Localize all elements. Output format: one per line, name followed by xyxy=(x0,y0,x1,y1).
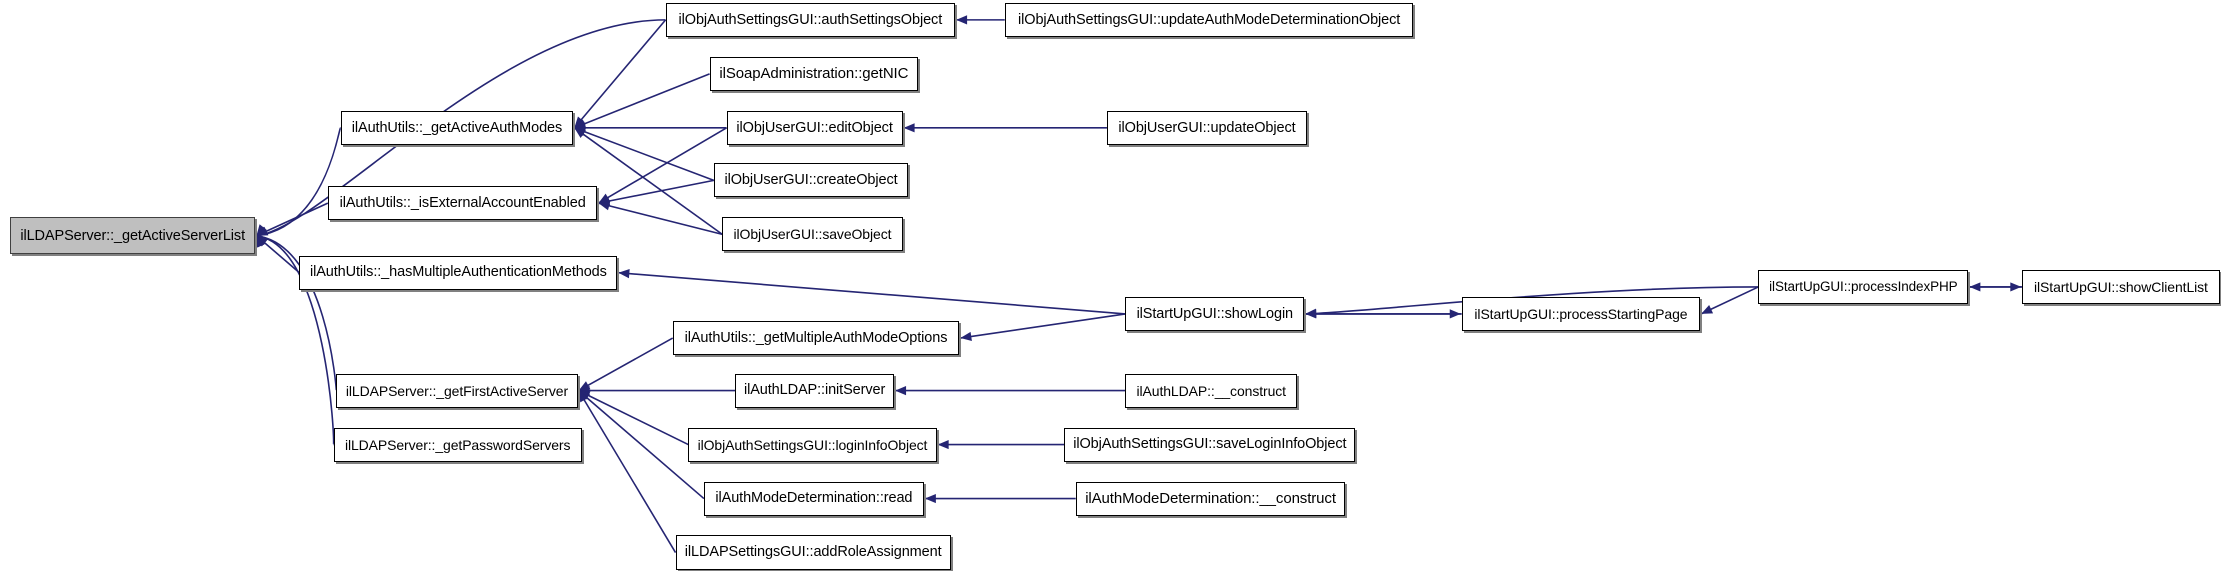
graph-node-label: ilAuthUtils::_getActiveAuthModes xyxy=(351,119,563,136)
graph-node[interactable]: ilLDAPServer::_getPasswordServers xyxy=(333,427,582,462)
edge-arrowhead xyxy=(1701,305,1714,314)
graph-edge xyxy=(618,271,1126,315)
graph-edge xyxy=(960,313,1126,339)
edge-arrowhead xyxy=(903,123,915,133)
edge-arrowhead xyxy=(924,493,936,504)
graph-node[interactable]: ilObjAuthSettingsGUI::loginInfoObject xyxy=(688,427,937,462)
graph-node[interactable]: ilStartUpGUI::processStartingPage xyxy=(1461,296,1701,331)
graph-edge xyxy=(573,19,667,129)
graph-node-label: ilAuthUtils::_isExternalAccountEnabled xyxy=(339,194,586,211)
graph-node-label: ilAuthModeDetermination::__construct xyxy=(1085,490,1336,508)
graph-edge xyxy=(598,127,728,204)
graph-node[interactable]: ilStartUpGUI::showLogin xyxy=(1125,296,1305,331)
graph-node[interactable]: ilSoapAdministration::getNIC xyxy=(709,56,919,91)
graph-node-label: ilLDAPServer::_getPasswordServers xyxy=(344,436,571,453)
graph-node-label: ilAuthLDAP::initServer xyxy=(743,382,886,399)
edge-arrowhead xyxy=(598,201,611,211)
edge-arrowhead xyxy=(956,15,968,25)
graph-edge xyxy=(598,179,714,204)
graph-node-label: ilObjUserGUI::saveObject xyxy=(733,226,892,243)
graph-node[interactable]: ilAuthUtils::_isExternalAccountEnabled xyxy=(327,186,598,221)
edge-arrowhead xyxy=(256,224,267,236)
graph-node-label: ilObjUserGUI::editObject xyxy=(736,119,893,136)
graph-edge xyxy=(598,202,723,236)
graph-edge xyxy=(256,127,342,237)
graph-node[interactable]: ilObjAuthSettingsGUI::saveLoginInfoObjec… xyxy=(1064,427,1356,462)
graph-edge xyxy=(574,73,710,129)
graph-node[interactable]: ilLDAPSettingsGUI::addRoleAssignment xyxy=(675,535,951,570)
graph-edge xyxy=(577,390,677,553)
graph-node[interactable]: ilAuthLDAP::initServer xyxy=(735,373,895,408)
graph-node-label: ilObjUserGUI::updateObject xyxy=(1118,119,1296,136)
edge-arrowhead xyxy=(895,386,907,396)
graph-node-label: ilLDAPServer::_getFirstActiveServer xyxy=(345,382,569,399)
graph-node[interactable]: ilAuthUtils::_getMultipleAuthModeOptions xyxy=(672,321,960,356)
edge-arrowhead xyxy=(574,127,586,138)
edge-arrowhead xyxy=(937,439,949,450)
graph-node[interactable]: ilObjUserGUI::createObject xyxy=(713,163,909,198)
graph-node-label: ilStartUpGUI::showLogin xyxy=(1136,305,1294,322)
graph-node-root[interactable]: ilLDAPServer::_getActiveServerList xyxy=(9,217,256,255)
graph-node[interactable]: ilStartUpGUI::processIndexPHP xyxy=(1758,269,1969,304)
graph-edge xyxy=(578,389,689,446)
graph-node[interactable]: ilLDAPServer::_getFirstActiveServer xyxy=(336,373,578,408)
edge-arrowhead xyxy=(256,227,269,236)
graph-node-label: ilObjUserGUI::createObject xyxy=(724,172,898,189)
edge-arrowhead xyxy=(1449,309,1461,319)
graph-node[interactable]: ilObjUserGUI::editObject xyxy=(726,110,903,145)
graph-edge xyxy=(256,234,335,446)
graph-node-label: ilObjAuthSettingsGUI::updateAuthModeDete… xyxy=(1018,11,1401,28)
edge-arrowhead xyxy=(1305,308,1317,318)
edge-arrowhead xyxy=(255,235,265,248)
graph-node-label: ilAuthUtils::_getMultipleAuthModeOptions xyxy=(684,329,948,346)
graph-node[interactable]: ilStartUpGUI::showClientList xyxy=(2022,269,2220,304)
graph-edge xyxy=(256,234,338,391)
graph-node[interactable]: ilObjUserGUI::saveObject xyxy=(722,217,903,252)
graph-node[interactable]: ilAuthUtils::_hasMultipleAuthenticationM… xyxy=(299,255,618,290)
graph-node-label: ilSoapAdministration::getNIC xyxy=(719,65,909,83)
graph-node-label: ilObjAuthSettingsGUI::authSettingsObject xyxy=(678,11,943,28)
graph-node[interactable]: ilObjAuthSettingsGUI::authSettingsObject xyxy=(665,2,956,37)
graph-edge xyxy=(578,390,705,500)
graph-node-label: ilObjAuthSettingsGUI::saveLoginInfoObjec… xyxy=(1073,436,1347,453)
graph-node-label: ilLDAPSettingsGUI::addRoleAssignment xyxy=(684,544,942,561)
graph-node[interactable]: ilAuthModeDetermination::read xyxy=(703,481,924,516)
graph-node-label: ilAuthModeDetermination::read xyxy=(715,490,913,507)
graph-node[interactable]: ilAuthLDAP::__construct xyxy=(1125,373,1298,408)
edge-arrowhead xyxy=(578,390,589,403)
graph-edge xyxy=(578,337,674,392)
edge-arrowhead xyxy=(960,331,972,342)
graph-edge xyxy=(256,202,329,237)
graph-node-label: ilAuthLDAP::__construct xyxy=(1136,382,1287,399)
graph-node-label: ilStartUpGUI::processStartingPage xyxy=(1474,305,1688,322)
graph-node[interactable]: ilAuthModeDetermination::__construct xyxy=(1075,481,1346,516)
edge-arrowhead xyxy=(618,269,630,279)
graph-node-label: ilLDAPServer::_getActiveServerList xyxy=(20,227,246,244)
edge-arrowhead xyxy=(574,116,585,128)
graph-node-label: ilObjAuthSettingsGUI::loginInfoObject xyxy=(697,436,928,453)
graph-edge xyxy=(574,127,715,182)
edge-arrowhead xyxy=(2010,282,2022,292)
graph-node[interactable]: ilAuthUtils::_getActiveAuthModes xyxy=(340,110,574,145)
graph-node[interactable]: ilObjAuthSettingsGUI::updateAuthModeDete… xyxy=(1004,2,1414,37)
graph-node[interactable]: ilObjUserGUI::updateObject xyxy=(1106,110,1308,145)
graph-node-label: ilStartUpGUI::showClientList xyxy=(2034,278,2208,295)
graph-node-label: ilStartUpGUI::processIndexPHP xyxy=(1769,279,1958,295)
graph-node-label: ilAuthUtils::_hasMultipleAuthenticationM… xyxy=(309,264,607,281)
graph-edge xyxy=(573,127,723,236)
